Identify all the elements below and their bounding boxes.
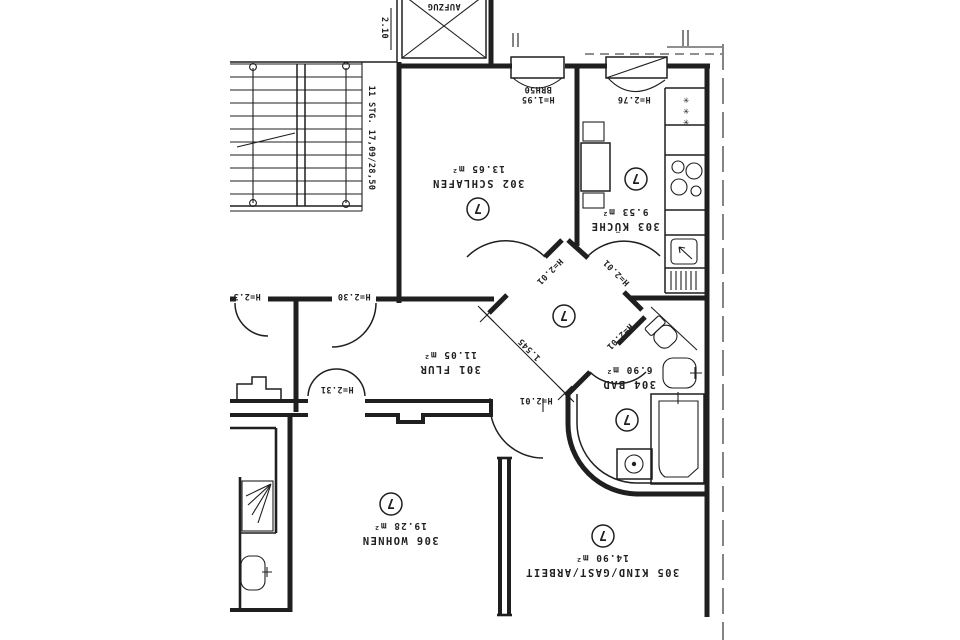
unit-marker: 7 (379, 492, 403, 516)
window-kueche-label: H=2.76 (617, 94, 650, 104)
door-arc-schlafen (466, 240, 546, 258)
kitchen-fixtures: ✳ ✳ ✳ (580, 87, 705, 294)
door-arc-kind (489, 404, 544, 459)
room-label-bad: 304 BAD 6.90 m² (602, 364, 656, 390)
kitchen-sink (670, 238, 698, 290)
door-height-label: H=2.01 (601, 257, 631, 287)
room-label-wohnen: 306 WOHNEN 19.28 m² (361, 520, 438, 546)
elevator-label: AUFZUG (427, 1, 460, 11)
window-kueche (605, 56, 668, 79)
washing-machine (616, 448, 653, 480)
room-labels: 302 SCHLAFEN 13.65 m² 7 303 KÜCHE 9.53 m… (361, 163, 679, 578)
double-door-arc (307, 368, 337, 397)
svg-text:305 KIND/GAST/ARBEIT: 305 KIND/GAST/ARBEIT (525, 566, 679, 578)
svg-text:✳: ✳ (683, 117, 689, 128)
svg-text:6.90 m²: 6.90 m² (605, 364, 652, 375)
svg-text:306 WOHNEN: 306 WOHNEN (361, 534, 438, 546)
dim-cross-mark (479, 307, 495, 323)
svg-text:11.05 m²: 11.05 m² (423, 349, 477, 360)
elevator: AUFZUG 2.10 (379, 0, 494, 66)
toilet (644, 315, 678, 349)
door-arc-entry (331, 302, 377, 348)
shower (241, 480, 274, 532)
svg-text:7: 7 (387, 495, 395, 510)
svg-text:7: 7 (560, 307, 568, 322)
door-height-label: H=2.01 (604, 321, 634, 351)
elevator-dim-label: 2.10 (379, 17, 389, 39)
door-arc-left-unit (234, 302, 269, 337)
walls (230, 62, 710, 617)
bath-corner-screen (650, 306, 698, 351)
unit-marker: 7 (552, 304, 576, 328)
svg-text:19.28 m²: 19.28 m² (373, 520, 427, 531)
hall-opening-dim: 1.545 (516, 336, 543, 363)
svg-text:✳: ✳ (683, 95, 689, 106)
stove (670, 160, 703, 197)
door-height-label: H=2.31 (320, 384, 353, 394)
bath-sink (662, 357, 702, 389)
stair-direction-line (236, 132, 296, 148)
kitchen-table (580, 121, 611, 209)
windows: H=1.95 BRH50 H=2.76 (510, 30, 724, 640)
svg-text:BRH50: BRH50 (524, 84, 552, 94)
svg-text:304 BAD: 304 BAD (602, 378, 656, 390)
svg-text:7: 7 (623, 411, 631, 426)
chair (582, 121, 605, 142)
door-arc-bad (589, 371, 647, 385)
dim-cross-mark (557, 385, 573, 401)
window-schlafen-label: H=1.95 BRH50 (521, 84, 554, 104)
room-label-schlafen: 302 SCHLAFEN 13.65 m² (432, 163, 525, 189)
flue-stub (682, 30, 689, 46)
drainer (670, 271, 697, 290)
svg-text:7: 7 (474, 200, 482, 215)
svg-text:13.65 m²: 13.65 m² (451, 163, 505, 174)
duct-wall (236, 376, 282, 399)
svg-text:7: 7 (599, 527, 607, 542)
flue-stub (512, 33, 519, 47)
double-door-arc (336, 368, 366, 397)
door-height-label: H=2.01 (519, 395, 552, 405)
unit-marker: 7 (466, 197, 490, 221)
svg-text:9.53 m²: 9.53 m² (601, 206, 648, 217)
svg-text:302 SCHLAFEN: 302 SCHLAFEN (432, 177, 525, 189)
bath-wall (565, 392, 707, 497)
unit-marker: 7 (624, 167, 648, 191)
svg-text:7: 7 (632, 170, 640, 185)
adjacent-unit (230, 376, 290, 612)
room-label-kueche: 303 KÜCHE 9.53 m² (590, 206, 660, 234)
stair-count-label: 11 STG. 17,09/28,50 (366, 86, 376, 191)
room-label-kind: 305 KIND/GAST/ARBEIT 14.90 m² (525, 552, 679, 578)
adjacent-sink (240, 555, 272, 591)
chair (582, 192, 605, 209)
svg-text:303 KÜCHE: 303 KÜCHE (590, 220, 660, 234)
door-arc-kueche (587, 240, 661, 257)
staircase: 11 STG. 17,09/28,50 (230, 61, 397, 212)
unit-marker: 7 (615, 408, 639, 432)
window-schlafen (510, 56, 565, 79)
wohnen-wall-notch (230, 413, 491, 424)
svg-text:✳: ✳ (683, 106, 689, 117)
kitchen-counter (664, 87, 705, 294)
bathtub (650, 392, 705, 485)
door-height-label: H=2.3 (233, 291, 261, 301)
bath-fixtures (616, 306, 705, 485)
gas-heater: ✳ ✳ ✳ (683, 95, 689, 128)
room-label-flur: 301 FLUR 11.05 m² (419, 349, 481, 375)
door-height-label: H=2.01 (534, 256, 564, 286)
svg-text:301 FLUR: 301 FLUR (419, 363, 481, 375)
svg-text:14.90 m²: 14.90 m² (575, 552, 629, 563)
unit-marker: 7 (591, 524, 615, 548)
svg-text:H=1.95: H=1.95 (521, 94, 554, 104)
door-height-label: H=2.30 (337, 291, 370, 301)
